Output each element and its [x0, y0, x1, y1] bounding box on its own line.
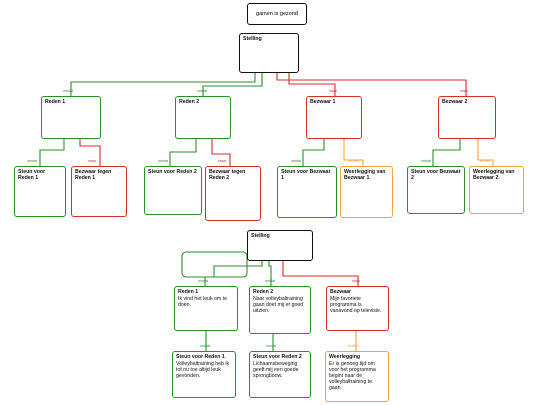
map1-steun-reden-1: Steun voor Reden 1 — [14, 166, 66, 217]
map1-bezwaar-reden-2: Bezwaar tegen Reden 2 — [205, 166, 261, 221]
link-label-maar: maar — [352, 279, 361, 283]
map2-bezwaar: Bezwaar Mijn favoriete programma is vana… — [326, 286, 389, 331]
link-label-maar: maar — [460, 89, 469, 93]
support-text: Volleybaltraining heb ik tot nu toe alti… — [176, 361, 230, 379]
objection-text: Mijn favoriete programma is vanavond op … — [330, 296, 382, 314]
objection-title: Bezwaar tegen Reden 2 — [209, 169, 246, 181]
link-label-maar: maar — [329, 89, 338, 93]
link-steun-reden1 — [39, 138, 65, 166]
topic-text: gamen is gezond — [256, 11, 298, 17]
map2-reden-1: Reden 1 Ik vind het leuk om te doen. — [174, 286, 238, 331]
link-reden2-stelling — [202, 72, 263, 96]
map1-weerlegging-bezwaar-1: Weerlegging van Bezwaar 1 — [340, 166, 393, 218]
link2-reden1-stelling — [204, 260, 263, 286]
objection-title: Bezwaar — [330, 289, 352, 295]
link-reden1-stelling — [70, 72, 256, 96]
map1-reden-1: Reden 1 — [41, 96, 101, 139]
map1-bezwaar-reden-1: Bezwaar tegen Reden 1 — [71, 166, 127, 217]
claim-title: Stelling — [243, 36, 262, 42]
link-label-omdat: omdat — [197, 89, 207, 93]
rebuttal-text: Er is genoeg tijd om voor het programma … — [329, 361, 376, 391]
map2-weerlegging: Weerlegging Er is genoeg tijd om voor he… — [325, 351, 389, 402]
reason-title: Reden 2 — [253, 289, 274, 295]
link-label-omdat: omdat — [266, 344, 276, 348]
reason-text: Naar volleybaltraining gaan doet mij er … — [253, 296, 304, 314]
support-title: Steun voor Reden 2 — [253, 354, 302, 360]
link-label-omdat: omdat — [27, 159, 37, 163]
map2-claim: Stelling — [247, 230, 313, 261]
link-label-omdat: omdat — [291, 159, 301, 163]
claim-title: Stelling — [251, 233, 270, 239]
rebuttal-title: Weerlegging van Bezwaar 2 — [473, 169, 515, 181]
link-label-echter: echter — [480, 159, 490, 163]
link-label-echter: echter — [349, 159, 359, 163]
map1-steun-reden-2: Steun voor Reden 2 — [144, 166, 202, 215]
link-label-maar: maar — [88, 159, 97, 163]
link-label-omdat: omdat — [265, 279, 275, 283]
link-label-omdat: omdat — [200, 344, 210, 348]
reason-title: Reden 1 — [178, 289, 199, 295]
reason-title: Reden 1 — [45, 99, 66, 105]
objection-title: Bezwaar 2 — [442, 99, 468, 105]
link-label-omdat: omdat — [63, 89, 73, 93]
rebuttal-title: Weerlegging van Bezwaar 1 — [344, 169, 386, 181]
map1-reden-2: Reden 2 — [175, 96, 231, 139]
link-label-omdat: omdat — [158, 159, 168, 163]
link2-reden2-stelling — [268, 260, 272, 286]
support-text: Lichaamsbeweging geeft mij een goede spr… — [253, 361, 299, 379]
topic-box: gamen is gezond — [247, 3, 307, 25]
rebuttal-title: Weerlegging — [329, 354, 361, 360]
map2-steun-reden-1: Steun voor Reden 1 Volleybaltraining heb… — [172, 351, 236, 398]
map2-reden-2: Reden 2 Naar volleybaltraining gaan doet… — [249, 286, 311, 334]
link-label-omdat: omdat — [421, 159, 431, 163]
map1-bezwaar-2: Bezwaar 2 — [438, 96, 496, 139]
support-title: Steun voor Reden 1 — [18, 169, 46, 181]
support-title: Steun voor Reden 1 — [176, 354, 225, 360]
support-title: Steun voor Reden 2 — [148, 169, 197, 175]
support-title: Steun voor Bezwaar 2 — [411, 169, 461, 181]
map1-steun-bezwaar-2: Steun voor Bezwaar 2 — [407, 166, 465, 214]
link-steun-bezwaar1 — [302, 138, 325, 166]
link-bezwaar1-stelling — [285, 71, 336, 96]
link-steun-bezwaar2 — [432, 138, 461, 166]
objection-title: Bezwaar 1 — [310, 99, 336, 105]
link-label-maar: maar — [218, 159, 227, 163]
reason-text: Ik vind het leuk om te doen. — [178, 296, 228, 308]
map2-steun-reden-2: Steun voor Reden 2 Lichaamsbeweging geef… — [249, 351, 311, 398]
map1-steun-bezwaar-1: Steun voor Bezwaar 1 — [277, 166, 337, 218]
link-label-echter: echter — [348, 344, 358, 348]
map1-bezwaar-1: Bezwaar 1 — [306, 96, 362, 139]
link-steun-reden2 — [169, 138, 197, 166]
reason-title: Reden 2 — [179, 99, 200, 105]
map1-weerlegging-bezwaar-2: Weerlegging van Bezwaar 2 — [469, 166, 524, 214]
support-title: Steun voor Bezwaar 1 — [281, 169, 331, 181]
link-label-omdat: omdat — [198, 279, 208, 283]
map1-claim: Stelling — [239, 33, 299, 73]
objection-title: Bezwaar tegen Reden 1 — [75, 169, 112, 181]
link2-bezwaar-stelling — [279, 259, 359, 286]
